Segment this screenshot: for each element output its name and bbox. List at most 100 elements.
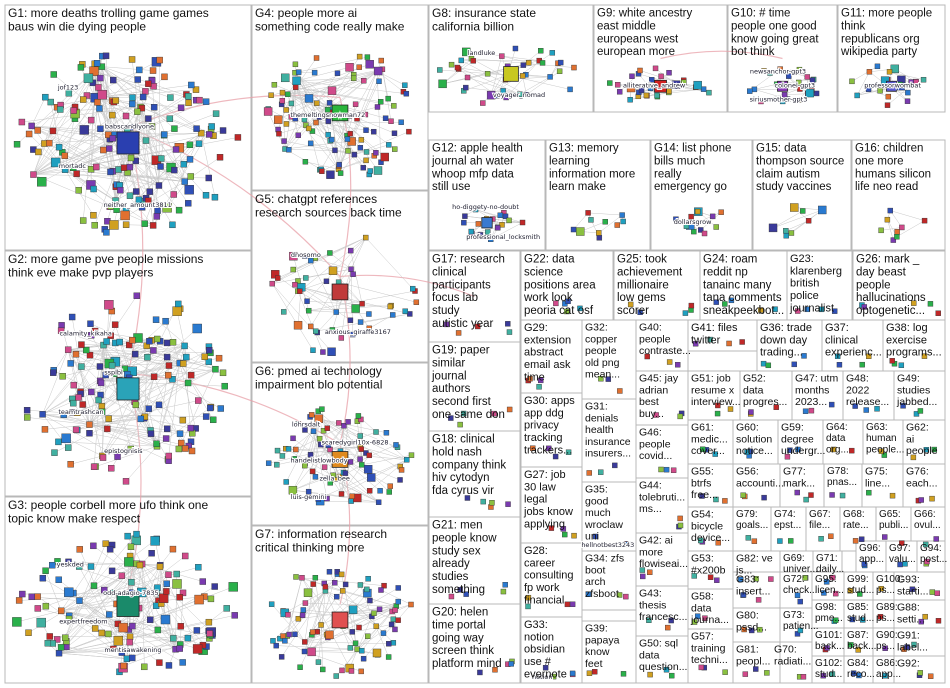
network-node xyxy=(336,473,343,480)
network-node xyxy=(281,138,287,144)
network-node xyxy=(448,415,454,421)
group-panel-g75 xyxy=(861,463,904,508)
network-node xyxy=(663,667,670,673)
network-node xyxy=(274,462,280,468)
network-node xyxy=(219,369,227,377)
network-node xyxy=(60,411,67,418)
edge xyxy=(881,227,902,231)
network-node xyxy=(70,399,77,407)
group-panel-g20 xyxy=(428,603,521,684)
network-node xyxy=(849,447,855,454)
network-node xyxy=(161,73,168,81)
edge xyxy=(772,210,803,229)
network-node xyxy=(373,66,383,76)
network-node xyxy=(784,454,791,460)
network-node xyxy=(315,659,322,665)
node-label: newsanchor-gpt3 xyxy=(750,67,806,75)
network-node xyxy=(180,360,187,367)
network-node xyxy=(668,617,674,624)
network-node xyxy=(25,629,32,636)
network-node xyxy=(68,313,76,321)
network-node xyxy=(39,411,46,418)
network-node xyxy=(206,347,213,354)
network-node xyxy=(577,305,583,312)
network-node xyxy=(59,373,66,380)
network-node xyxy=(308,257,314,264)
hub-node xyxy=(331,104,349,122)
network-node xyxy=(549,50,556,56)
group-title-g53: G53:#x200b xyxy=(691,553,726,577)
group-title-g67: G67:file... xyxy=(809,509,831,531)
network-node xyxy=(360,164,366,171)
edge xyxy=(75,354,103,457)
node-cluster-g98 xyxy=(831,617,839,624)
network-node xyxy=(319,406,325,412)
network-node xyxy=(357,319,364,325)
network-node xyxy=(118,572,126,579)
network-node xyxy=(927,673,934,679)
node-cluster-g89 xyxy=(877,614,884,620)
network-node xyxy=(357,433,363,439)
network-node xyxy=(61,152,69,159)
network-node xyxy=(320,666,326,673)
network-node xyxy=(849,616,856,623)
network-node xyxy=(12,617,22,627)
edge xyxy=(288,590,326,635)
network-node xyxy=(823,579,830,585)
network-node xyxy=(913,79,920,85)
edge xyxy=(93,70,171,98)
network-node xyxy=(878,585,884,592)
network-node xyxy=(506,329,513,335)
network-node xyxy=(162,435,170,442)
network-node xyxy=(354,115,360,122)
network-node xyxy=(755,597,762,603)
network-node xyxy=(310,428,317,434)
node-cluster-g90 xyxy=(882,645,888,651)
network-node xyxy=(315,496,321,502)
edge xyxy=(356,611,393,650)
network-node xyxy=(781,91,788,98)
group-panel-g95 xyxy=(811,571,845,601)
network-node xyxy=(183,353,190,361)
edge xyxy=(180,634,211,645)
network-node xyxy=(301,116,308,123)
network-node xyxy=(824,645,830,651)
network-node xyxy=(671,80,681,89)
network-node xyxy=(805,88,814,98)
edge xyxy=(16,610,62,623)
network-node xyxy=(748,627,755,634)
network-node xyxy=(135,196,143,203)
network-node xyxy=(292,631,298,638)
network-node xyxy=(923,541,929,548)
network-node xyxy=(536,384,542,390)
node-cluster-g82 xyxy=(737,576,774,583)
network-node xyxy=(463,591,469,597)
node-cluster-g27 xyxy=(548,525,577,539)
group-panel-g34 xyxy=(581,550,637,611)
group-panel-g94 xyxy=(916,540,946,573)
edge xyxy=(272,237,366,284)
group-title-g56: G56:accounti... xyxy=(736,466,784,490)
edge xyxy=(65,563,143,638)
node-cluster-g21 xyxy=(448,582,508,600)
network-node xyxy=(620,218,626,225)
node-label: voyager_nomad xyxy=(493,91,545,99)
network-node xyxy=(889,358,895,364)
node-label: teamtrashcan xyxy=(58,408,103,416)
network-node xyxy=(103,338,110,345)
network-node xyxy=(55,649,63,657)
network-node xyxy=(95,396,102,404)
edge xyxy=(65,113,217,170)
network-node xyxy=(57,106,64,113)
network-node xyxy=(322,113,328,119)
network-node xyxy=(359,462,365,468)
hub-node xyxy=(886,80,897,92)
edge xyxy=(135,160,185,182)
node-cluster-g52 xyxy=(747,404,779,417)
network-node xyxy=(359,647,365,654)
network-node xyxy=(91,222,98,229)
